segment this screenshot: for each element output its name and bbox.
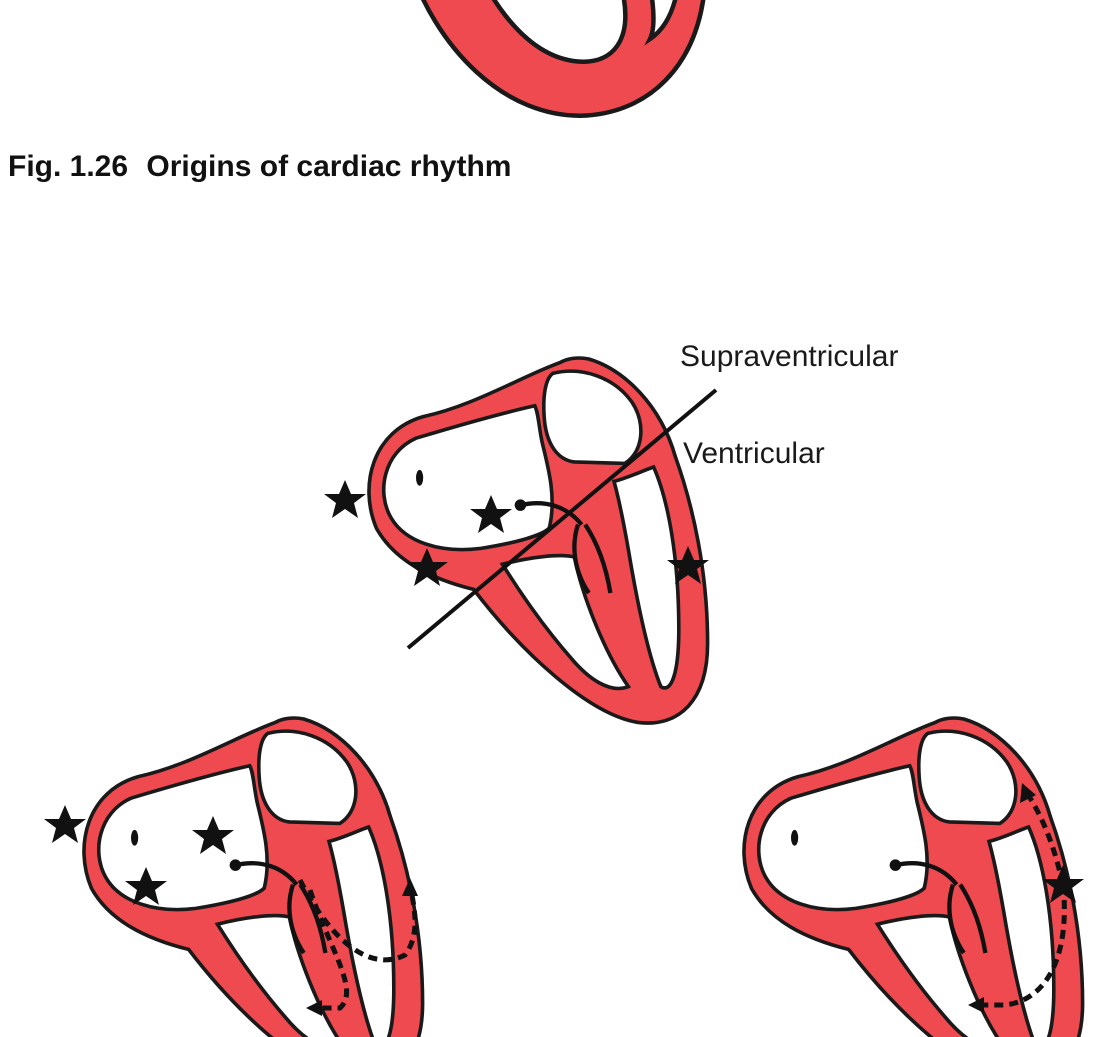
arrow-icon [307, 889, 350, 1011]
heart-partial-top [421, 0, 706, 118]
label-ventricular: Ventricular [683, 437, 825, 470]
arrow-icon [975, 884, 1067, 1008]
figure-caption: Fig. 1.26 Origins of cardiac rhythm [8, 150, 511, 184]
star-icon [324, 480, 366, 518]
figure-number: Fig. 1.26 [8, 150, 129, 183]
figure-title: Origins of cardiac rhythm [146, 150, 512, 183]
heart-bottom-left [84, 718, 423, 1037]
arrow-icon [297, 878, 418, 963]
star-icon [44, 805, 86, 843]
arrow-icon [1022, 788, 1066, 886]
label-supraventricular: Supraventricular [680, 340, 899, 373]
heart-bottom-right [744, 718, 1083, 1037]
supraventricular-ventricular-divider [406, 388, 718, 650]
